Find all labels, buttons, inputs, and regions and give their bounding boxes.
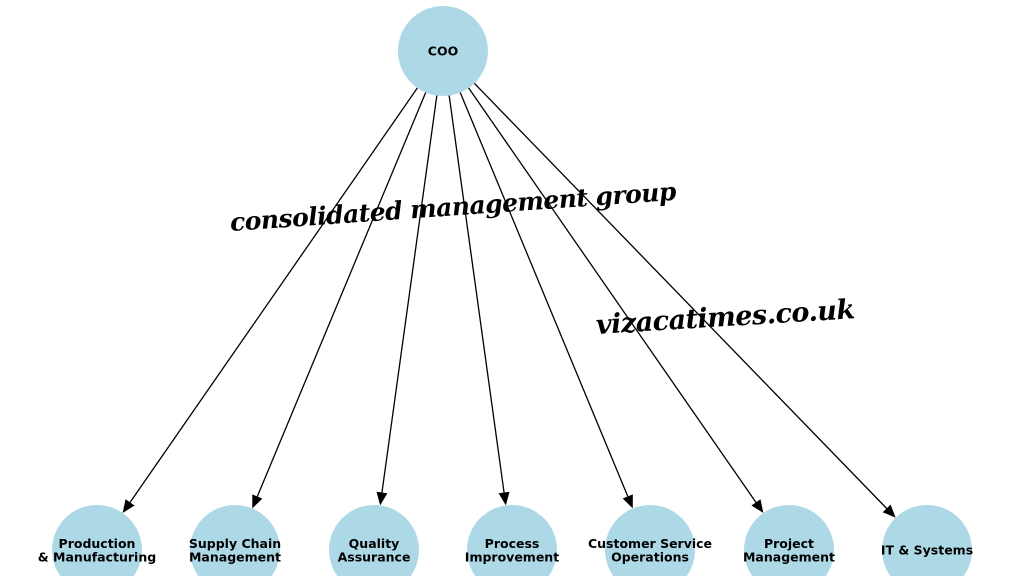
- node-label: Management: [189, 549, 281, 564]
- node-production: Production& Manufacturing: [38, 505, 156, 576]
- arrowhead-icon: [376, 491, 388, 506]
- arrowhead-icon: [882, 504, 896, 518]
- node-circle: [329, 505, 419, 576]
- edge-coo-to-production: [122, 86, 419, 514]
- edge-line: [473, 82, 888, 509]
- node-label: Management: [743, 549, 835, 564]
- arrowhead-icon: [252, 494, 263, 509]
- edge-coo-to-quality: [376, 94, 438, 506]
- node-label: Quality: [349, 536, 400, 551]
- node-label: & Manufacturing: [38, 549, 156, 564]
- edge-line: [256, 91, 427, 497]
- edge-coo-to-project: [467, 86, 764, 514]
- edge-coo-to-process: [448, 94, 510, 506]
- node-label: Customer Service: [588, 536, 712, 551]
- edge-coo-to-supply-chain: [252, 91, 427, 509]
- edge-line: [467, 86, 757, 503]
- node-label: Operations: [611, 549, 689, 564]
- node-label: Process: [485, 536, 540, 551]
- edge-line: [459, 91, 629, 497]
- edge-line: [381, 94, 438, 493]
- node-circle: [882, 505, 972, 576]
- node-label: Production: [59, 536, 136, 551]
- edge-coo-to-it-systems: [473, 82, 896, 518]
- edges-layer: [122, 82, 896, 518]
- node-label: Assurance: [338, 549, 411, 564]
- node-label: Supply Chain: [189, 536, 281, 551]
- nodes-layer: COO Production& Manufacturing Supply Chain…: [38, 6, 973, 576]
- node-circle: [744, 505, 834, 576]
- node-circle: [52, 505, 142, 576]
- node-label: Project: [764, 536, 814, 551]
- node-label: IT & Systems: [881, 543, 973, 558]
- node-label: COO: [428, 44, 458, 59]
- node-label: Improvement: [465, 549, 559, 564]
- edge-line: [448, 94, 505, 493]
- arrowhead-icon: [122, 499, 135, 514]
- edge-coo-to-customer-service: [459, 91, 633, 509]
- edge-line: [129, 86, 419, 503]
- node-it-systems: IT & Systems: [881, 505, 973, 576]
- node-circle: [605, 505, 695, 576]
- node-circle: [398, 6, 488, 96]
- arrowhead-icon: [622, 494, 633, 509]
- node-circle: [467, 505, 557, 576]
- arrowhead-icon: [498, 491, 510, 506]
- node-circle: [190, 505, 280, 576]
- arrowhead-icon: [751, 499, 764, 514]
- node-coo: COO: [398, 6, 488, 96]
